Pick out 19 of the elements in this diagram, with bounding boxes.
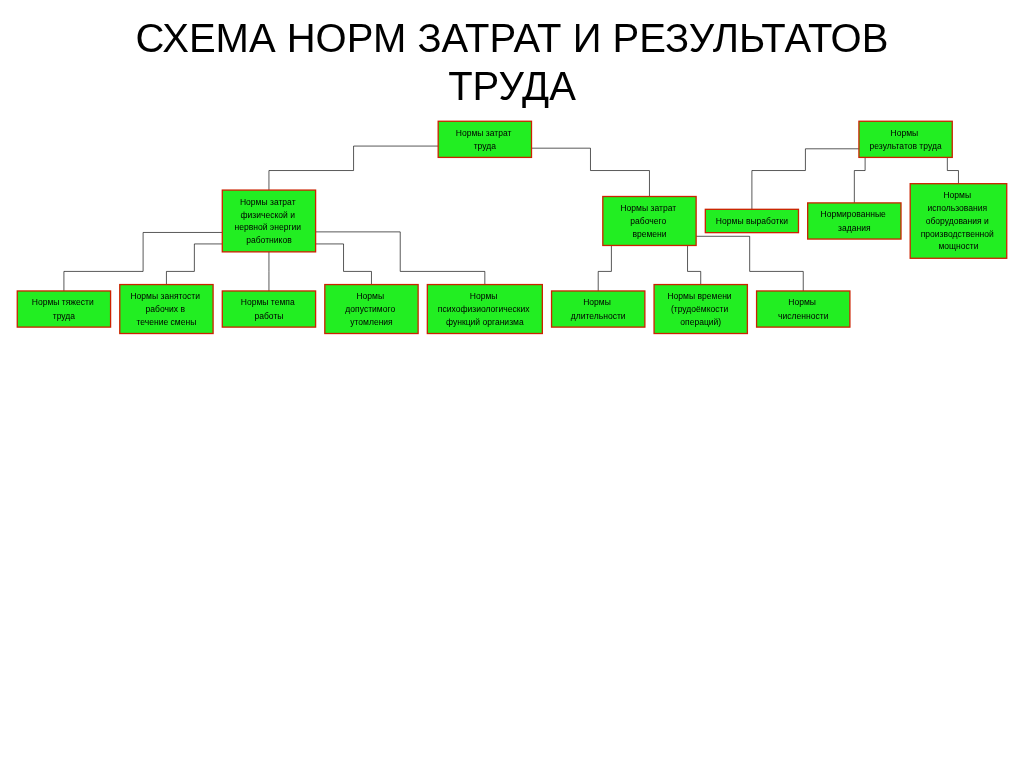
- diagram-title: СХЕМА НОРМ ЗАТРАТ И РЕЗУЛЬТАТОВ ТРУДА: [134, 15, 890, 110]
- node-box: Нормы темпа работы: [221, 290, 317, 328]
- node-box: Нормы длительности: [550, 290, 646, 328]
- node-box: Нормы использования оборудования и производственной мощности: [909, 183, 1008, 259]
- node-box: Нормы затрат труда: [437, 120, 533, 159]
- node-box: Нормы численности: [755, 290, 851, 328]
- node-box: Нормы занятости рабочих в течение смены: [119, 283, 214, 335]
- node-box: Нормы затрат физической и нервной энергии работников: [221, 189, 317, 253]
- node-box: Нормы затрат рабочего времени: [602, 195, 697, 247]
- connector: [268, 145, 439, 191]
- node-box: Нормы результатов труда: [858, 120, 953, 159]
- node-box: Нормы допустимого утомления: [324, 283, 419, 335]
- node-box: Нормы психофизиологических функций организма: [426, 283, 543, 335]
- node-box: Нормы времени (трудоёмкости операций): [653, 283, 749, 335]
- connector: [63, 232, 223, 292]
- node-box: Нормы выработки: [704, 208, 800, 234]
- node-box: Нормированные задания: [807, 202, 902, 240]
- connector: [315, 243, 372, 285]
- node-box: Нормы тяжести труда: [16, 290, 112, 328]
